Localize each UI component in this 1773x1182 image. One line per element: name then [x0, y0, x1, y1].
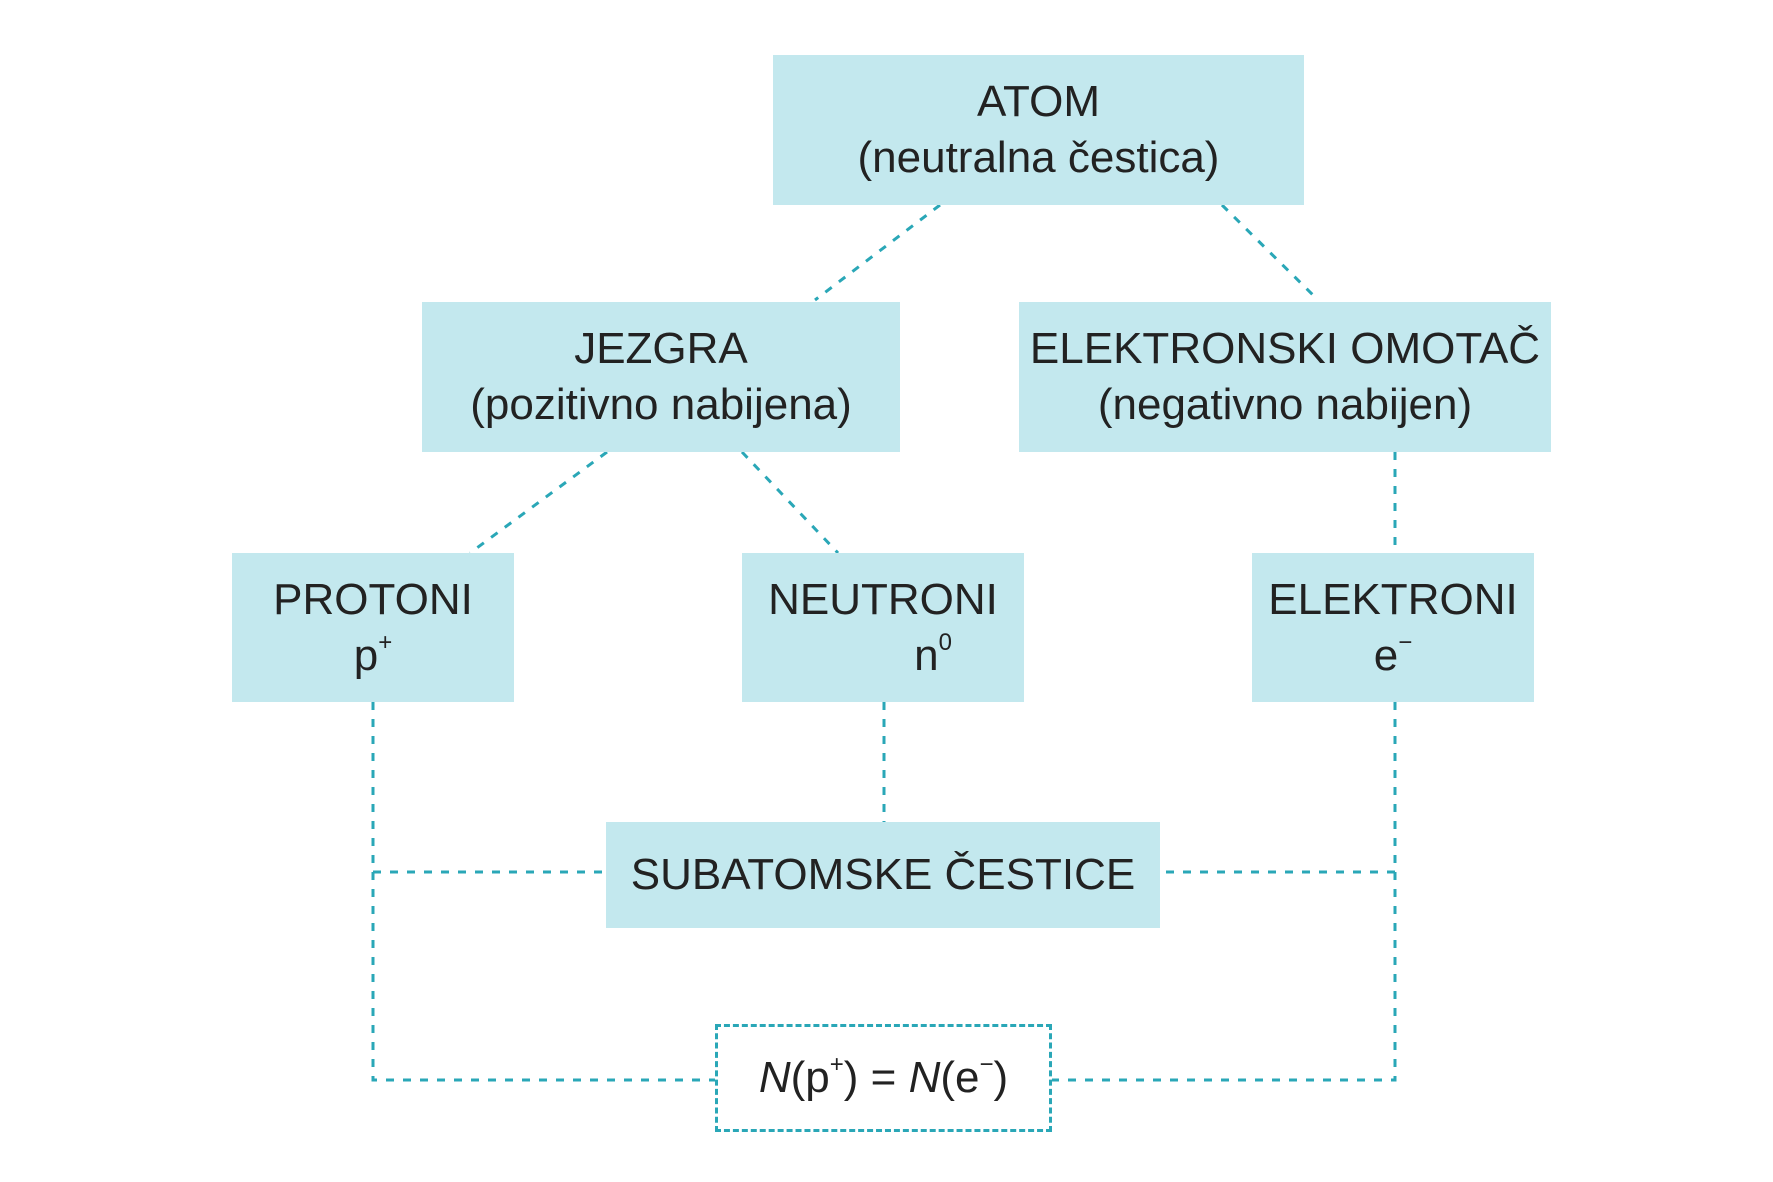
connector-protoni-subatomske [371, 702, 606, 874]
elektroni-symbol-line: e− [1374, 628, 1413, 684]
elektroni-box: ELEKTRONI e− [1252, 553, 1534, 702]
connector-atom-jezgra [814, 203, 941, 302]
connector-jezgra-neutroni [740, 450, 840, 555]
connector-elektroni-formula [1052, 872, 1397, 1082]
formula-right-charge: − [979, 1051, 994, 1078]
protoni-charge: + [378, 628, 393, 656]
atom-title: ATOM [976, 77, 1101, 126]
elektroni-title: ELEKTRONI [1268, 574, 1518, 624]
connector-jezgra-protoni [469, 450, 608, 555]
subatomske-title: SUBATOMSKE ČESTICE [630, 850, 1136, 899]
formula-left-charge: + [829, 1051, 844, 1078]
elektroni-charge: − [1398, 628, 1413, 656]
protoni-symbol-line: p+ [354, 628, 393, 684]
subatomske-box: SUBATOMSKE ČESTICE [606, 822, 1160, 928]
elektroni-symbol: e [1373, 630, 1399, 680]
formula-right-arg: e [955, 1053, 980, 1102]
formula-box: N(p+) = N(e−) [715, 1024, 1052, 1132]
formula-left-func: N [758, 1053, 791, 1102]
formula-left-arg: p [805, 1053, 830, 1102]
jezgra-title: JEZGRA [574, 324, 748, 373]
neutroni-charge: 0 [938, 628, 952, 656]
jezgra-box: JEZGRA (pozitivno nabijena) [422, 302, 900, 452]
connector-elektroni-subatomske [1160, 702, 1397, 874]
neutroni-box: NEUTRONI n0 [742, 553, 1024, 702]
omotac-box: ELEKTRONSKI OMOTAČ (negativno nabijen) [1019, 302, 1551, 452]
formula-expression: N(p+) = N(e−) [758, 1051, 1009, 1103]
protoni-title: PROTONI [273, 574, 473, 624]
neutroni-title: NEUTRONI [768, 574, 998, 624]
atom-subtitle: (neutralna čestica) [857, 133, 1220, 182]
formula-right-func: N [908, 1053, 941, 1102]
neutroni-symbol-line: n0 [814, 628, 952, 684]
atom-box: ATOM (neutralna čestica) [773, 55, 1304, 205]
connector-protoni-formula [371, 872, 715, 1082]
protoni-symbol: p [353, 630, 379, 680]
omotac-title: ELEKTRONSKI OMOTAČ [1029, 324, 1541, 373]
omotac-subtitle: (negativno nabijen) [1097, 380, 1473, 429]
jezgra-subtitle: (pozitivno nabijena) [470, 380, 852, 429]
connector-atom-omotac [1220, 203, 1320, 302]
protoni-box: PROTONI p+ [232, 553, 514, 702]
formula-equals: = [870, 1053, 897, 1102]
neutroni-symbol: n [914, 630, 939, 680]
